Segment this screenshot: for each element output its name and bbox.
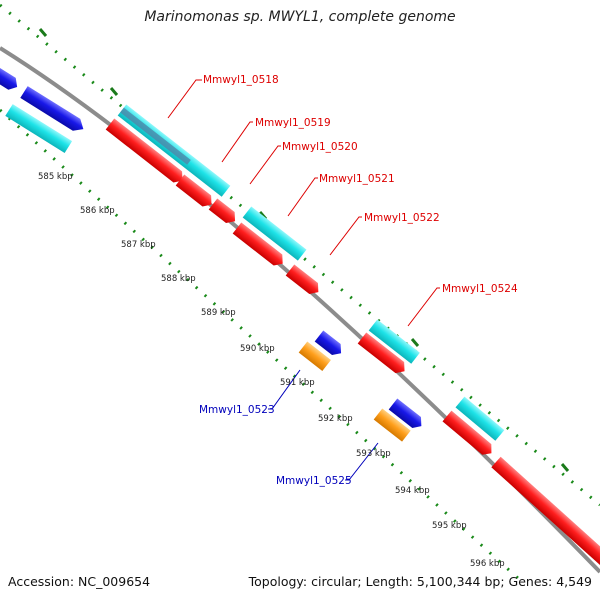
feature-cds-0518 <box>117 104 231 197</box>
scale-label: 590 kbp <box>240 344 275 354</box>
scale-label: 595 kbp <box>432 521 467 531</box>
feature-cds-0519 <box>105 118 183 183</box>
feature-gene-edge <box>0 64 18 90</box>
feature-cds-left-forward <box>5 104 73 154</box>
gene-labels-forward: Mmwyl1_0518 Mmwyl1_0519 Mmwyl1_0520 Mmwy… <box>203 74 518 295</box>
scale-label: 593 kbp <box>356 449 391 459</box>
feature-cds-0524 <box>368 319 420 364</box>
gene-label: Mmwyl1_0525 <box>276 475 352 487</box>
gene-label: Mmwyl1_0521 <box>319 173 395 185</box>
gene-label: Mmwyl1_0519 <box>255 117 331 129</box>
scale-label: 592 kbp <box>318 414 353 424</box>
feature-cds-0522b <box>285 264 319 294</box>
feature-gene-0523 <box>314 330 342 356</box>
gene-label: Mmwyl1_0522 <box>364 212 440 224</box>
feature-cds-0522 <box>232 222 283 266</box>
scale-label: 589 kbp <box>201 308 236 318</box>
scale-label: 596 kbp <box>470 559 505 569</box>
topology-text: Topology: circular; Length: 5,100,344 bp… <box>248 574 592 589</box>
label-leaders <box>167 79 440 481</box>
feature-cds-bottom-reverse <box>491 456 600 568</box>
feature-gene-0525 <box>388 398 422 428</box>
feature-cds-right-forward <box>455 396 505 441</box>
scale-labels: 585 kbp 586 kbp 587 kbp 588 kbp 589 kbp … <box>38 172 505 569</box>
feature-cds-right-reverse <box>442 410 492 455</box>
gene-label: Mmwyl1_0523 <box>199 404 275 416</box>
scale-label: 588 kbp <box>161 274 196 284</box>
feature-cds-0521-forward <box>242 206 307 261</box>
scale-label: 585 kbp <box>38 172 73 182</box>
gene-labels-reverse: Mmwyl1_0523 Mmwyl1_0525 <box>199 404 352 487</box>
map-title: Marinomonas sp. MWYL1, complete genome <box>144 9 456 25</box>
accession-text: Accession: NC_009654 <box>8 574 151 589</box>
scale-label: 594 kbp <box>395 486 430 496</box>
scale-label: 587 kbp <box>121 240 156 250</box>
feature-cds-0525 <box>373 408 411 442</box>
gene-label: Mmwyl1_0518 <box>203 74 279 86</box>
feature-cds-0523 <box>298 341 331 371</box>
feature-cds-0524-reverse <box>357 332 405 374</box>
scale-label: 586 kbp <box>80 206 115 216</box>
gene-label: Mmwyl1_0520 <box>282 141 358 153</box>
feature-cds-0521 <box>208 198 236 224</box>
feature-cds-0520 <box>175 174 212 207</box>
feature-gene-left-forward <box>20 86 84 131</box>
gene-label: Mmwyl1_0524 <box>442 283 518 295</box>
scale-label: 591 kbp <box>280 378 315 388</box>
